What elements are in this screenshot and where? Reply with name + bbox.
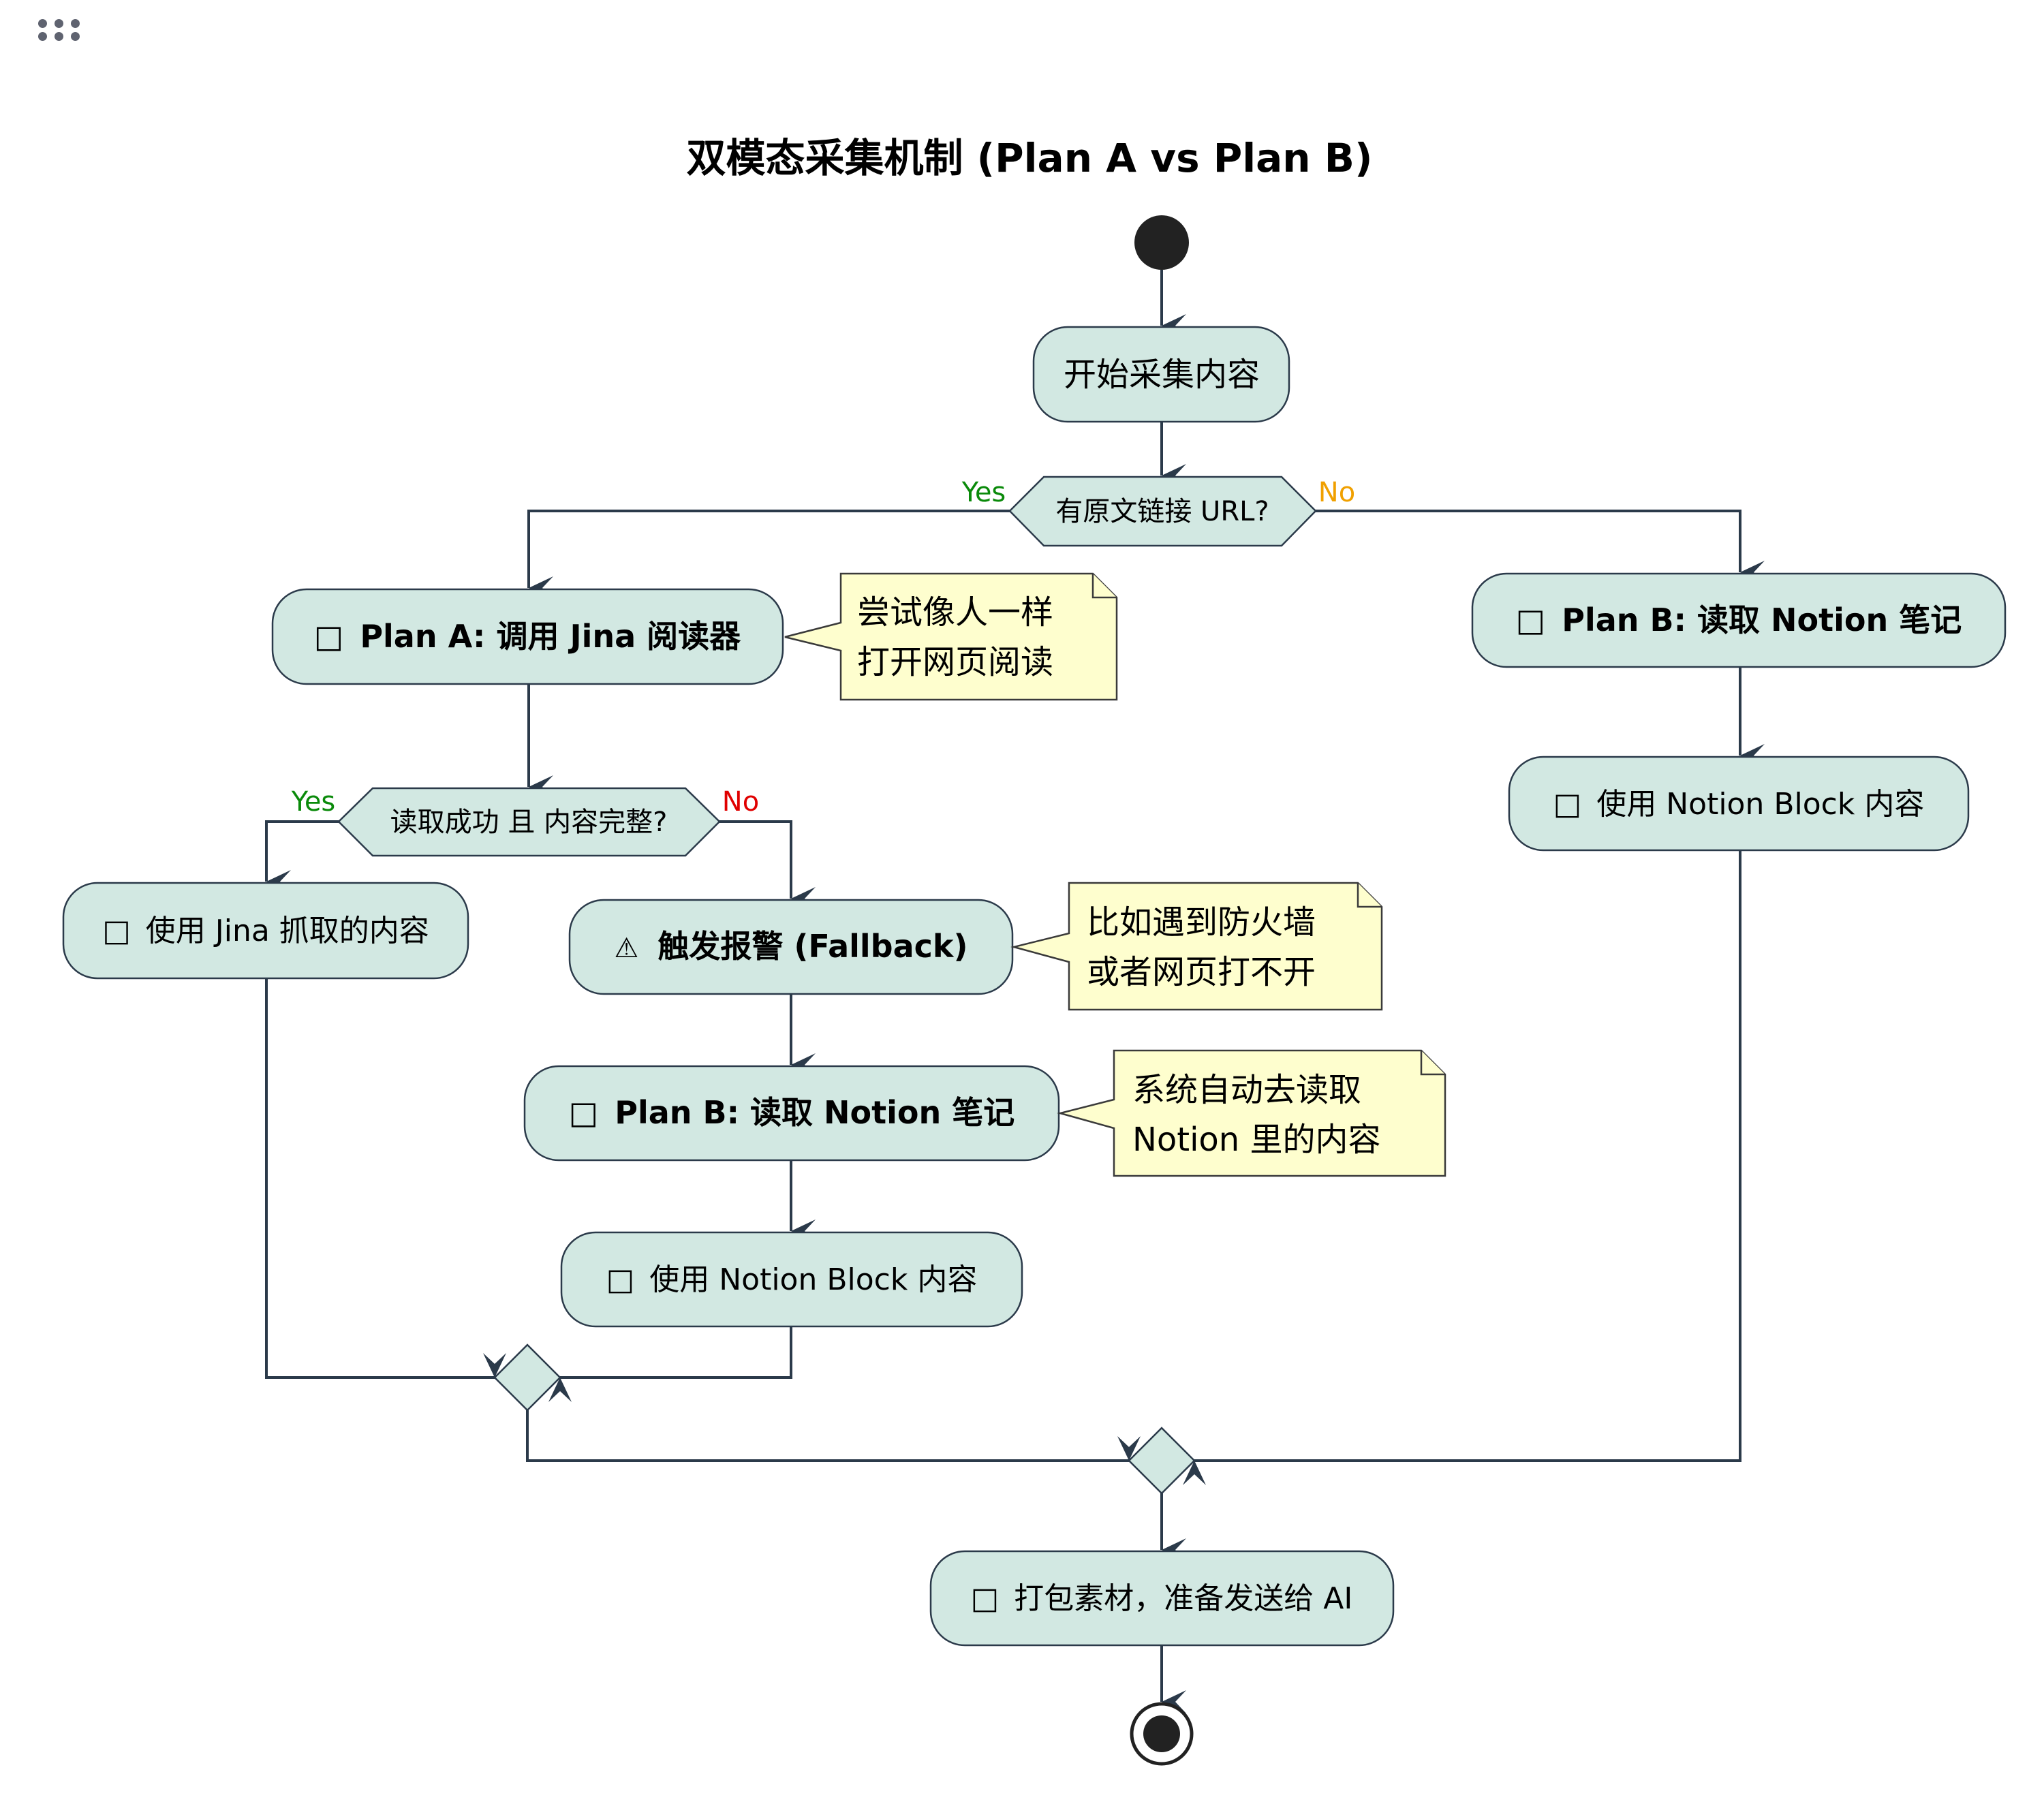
svg-text:□ 打包素材，准备发送给 AI: □ 打包素材，准备发送给 AI bbox=[971, 1581, 1353, 1616]
box-icon: □ bbox=[314, 618, 343, 655]
box-icon: □ bbox=[606, 1262, 635, 1297]
svg-text:□ 使用 Notion Block 内容: □ 使用 Notion Block 内容 bbox=[1553, 787, 1925, 822]
node-label: Plan A: 调用 Jina 阅读器 bbox=[360, 618, 741, 655]
grip-dots-icon[interactable] bbox=[38, 19, 80, 41]
note-plan-b: 系统自动去读取 Notion 里的内容 bbox=[1057, 1049, 1446, 1177]
edge-readok-yes-to-jina bbox=[265, 820, 339, 893]
edges bbox=[265, 270, 1765, 1713]
node-label: 使用 Jina 抓取的内容 bbox=[146, 914, 429, 948]
node-label: 开始采集内容 bbox=[1064, 356, 1260, 394]
box-icon: □ bbox=[102, 914, 131, 948]
edge-jina-to-merge bbox=[265, 978, 506, 1379]
yes-label: Yes bbox=[961, 477, 1006, 508]
note-plan-a: 尝试像人一样 打开网页阅读 bbox=[784, 572, 1118, 701]
svg-text:□ Plan A: 调用 Jina 阅读器: □ Plan A: 调用 Jina 阅读器 bbox=[314, 618, 741, 655]
edge-no-to-plan-b bbox=[1316, 510, 1765, 584]
no-label: No bbox=[722, 786, 759, 818]
note-line: 或者网页打不开 bbox=[1087, 953, 1316, 991]
note-line: 比如遇到防火墙 bbox=[1087, 903, 1316, 942]
node-label: Plan B: 读取 Notion 笔记 bbox=[1562, 602, 1962, 638]
decision-label: 有原文链接 URL? bbox=[1055, 496, 1269, 527]
yes-label: Yes bbox=[291, 786, 336, 818]
note-line: Notion 里的内容 bbox=[1132, 1121, 1380, 1159]
no-label: No bbox=[1318, 477, 1355, 508]
node-label: 触发报警 (Fallback) bbox=[657, 928, 967, 965]
svg-text:⚠ 触发报警 (Fallback): ⚠ 触发报警 (Fallback) bbox=[614, 928, 967, 965]
box-icon: □ bbox=[1553, 787, 1582, 822]
node-use-notion-mid[interactable]: □ 使用 Notion Block 内容 bbox=[560, 1231, 1023, 1328]
diagram-title: 双模态采集机制 (Plan A vs Plan B) bbox=[686, 135, 1372, 181]
svg-text:□ 使用 Notion Block 内容: □ 使用 Notion Block 内容 bbox=[606, 1262, 978, 1297]
edge-notion-right-to-outer bbox=[1183, 850, 1741, 1485]
note-line: 尝试像人一样 bbox=[857, 593, 1053, 632]
node-label: 使用 Notion Block 内容 bbox=[1596, 787, 1924, 822]
warning-icon: ⚠ bbox=[614, 933, 638, 964]
node-package[interactable]: □ 打包素材，准备发送给 AI bbox=[929, 1550, 1395, 1647]
node-use-jina[interactable]: □ 使用 Jina 抓取的内容 bbox=[62, 882, 469, 980]
edge-yes-to-plan-a bbox=[527, 510, 1010, 600]
start-node bbox=[1134, 215, 1189, 270]
node-label: 打包素材，准备发送给 AI bbox=[1014, 1581, 1352, 1616]
merge-inner bbox=[493, 1343, 561, 1412]
box-icon: □ bbox=[1516, 602, 1545, 638]
svg-text:□ Plan B: 读取 Notion 笔记: □ Plan B: 读取 Notion 笔记 bbox=[1516, 602, 1962, 638]
decision-has-url[interactable]: 有原文链接 URL? bbox=[1008, 476, 1317, 547]
decision-read-ok[interactable]: 读取成功 且 内容完整? bbox=[337, 787, 721, 857]
note-line: 系统自动去读取 bbox=[1132, 1071, 1361, 1109]
decision-label: 读取成功 且 内容完整? bbox=[390, 807, 668, 838]
edge-merge-to-outer bbox=[526, 1410, 1141, 1462]
note-line: 打开网页阅读 bbox=[857, 643, 1053, 681]
edge-readok-no-to-fallback bbox=[719, 820, 816, 910]
node-label: 使用 Notion Block 内容 bbox=[649, 1262, 977, 1297]
svg-text:□ Plan B: 读取 Notion 笔记: □ Plan B: 读取 Notion 笔记 bbox=[569, 1094, 1015, 1131]
node-label: Plan B: 读取 Notion 笔记 bbox=[615, 1094, 1015, 1131]
node-collect-start[interactable]: 开始采集内容 bbox=[1032, 326, 1290, 423]
end-node bbox=[1130, 1702, 1194, 1766]
node-fallback[interactable]: ⚠ 触发报警 (Fallback) bbox=[568, 899, 1014, 995]
edge-notion-mid-to-merge bbox=[548, 1326, 792, 1402]
node-plan-b-mid[interactable]: □ Plan B: 读取 Notion 笔记 bbox=[523, 1065, 1060, 1162]
note-fallback: 比如遇到防火墙 或者网页打不开 bbox=[1010, 882, 1383, 1011]
node-plan-a[interactable]: □ Plan A: 调用 Jina 阅读器 bbox=[271, 588, 784, 685]
box-icon: □ bbox=[569, 1094, 598, 1131]
node-use-notion-right[interactable]: □ 使用 Notion Block 内容 bbox=[1508, 756, 1970, 852]
box-icon: □ bbox=[971, 1581, 1000, 1616]
svg-text:□ 使用 Jina 抓取的内容: □ 使用 Jina 抓取的内容 bbox=[102, 914, 429, 948]
node-plan-b-right[interactable]: □ Plan B: 读取 Notion 笔记 bbox=[1471, 572, 2007, 668]
merge-outer bbox=[1128, 1427, 1196, 1495]
